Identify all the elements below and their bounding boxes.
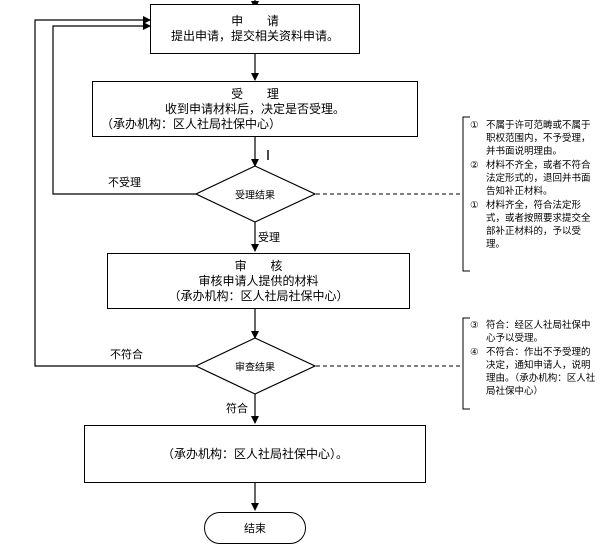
note-number: ③ xyxy=(470,320,479,331)
edge-label-not-compliant: 不符合 xyxy=(110,348,143,361)
note-item: ③ 符合：经区人社局社保中心予以受理。 xyxy=(470,319,598,345)
edge-label-accepted: 受理 xyxy=(258,231,280,244)
review-text: 审核申请人提供的材料 xyxy=(198,273,319,288)
note-text: 符合：经区人社局社保中心予以受理。 xyxy=(486,320,591,344)
edge-label-not-accepted: 不受理 xyxy=(108,176,141,189)
accept-title: 受 理 xyxy=(231,86,289,101)
note1-bracket xyxy=(462,116,470,272)
step-apply: 申 请 提出申请，提交相关资料申请。 xyxy=(150,4,360,54)
apply-text: 提出申请，提交相关资料申请。 xyxy=(170,29,339,43)
note-text: 不属于许可范畴或不属于职权范围内，不予受理，并书面说明理由。 xyxy=(486,120,591,157)
note-item: ① 材料齐全，符合法定形式，或者按照要求提交全部补正材料的，予以受理。 xyxy=(470,199,598,251)
apply-title: 申 请 xyxy=(231,14,289,28)
note-number: ① xyxy=(470,200,479,211)
note-review-rules: ③ 符合：经区人社局社保中心予以受理。 ④ 不符合：作出不予受理的决定，通知申请… xyxy=(470,319,598,399)
step-accept: 受 理 收到申请材料后，决定是否受理。 （承办机构：区人社局社保中心） xyxy=(92,81,418,137)
accept-agency: （承办机构：区人社局社保中心） xyxy=(101,116,282,131)
note2-bracket xyxy=(462,317,470,410)
note-item: ④ 不符合：作出不予受理的决定，通知申请人，说明理由。（承办机构：区人社局社保中… xyxy=(470,346,598,398)
note-accept-rules: ① 不属于许可范畴或不属于职权范围内，不予受理，并书面说明理由。 ② 材料不齐全… xyxy=(470,119,598,252)
end-label: 结束 xyxy=(244,522,266,535)
note-number: ④ xyxy=(470,347,479,358)
note-item: ① 不属于许可范畴或不属于职权范围内，不予受理，并书面说明理由。 xyxy=(470,119,598,158)
decision-review-result xyxy=(194,337,317,395)
step-final: （承办机构：区人社局社保中心）。 xyxy=(84,425,426,483)
loop-not-compliant xyxy=(34,16,196,367)
final-agency: （承办机构：区人社局社保中心）。 xyxy=(161,446,348,461)
end-terminal: 结束 xyxy=(204,512,306,544)
review-agency: （承办机构：区人社局社保中心） xyxy=(168,288,349,303)
decision-accept-result xyxy=(194,165,317,223)
note-text: 材料不齐全，或者不符合法定形式的，退回并书面告知补正材料。 xyxy=(486,160,591,197)
review-title: 审 核 xyxy=(234,258,293,273)
note-number: ② xyxy=(470,160,479,171)
accept-text: 收到申请材料后，决定是否受理。 xyxy=(164,101,345,116)
edge-label-compliant: 符合 xyxy=(226,402,248,415)
decision-review-label: 审查结果 xyxy=(235,362,275,374)
note-text: 材料齐全，符合法定形式，或者按照要求提交全部补正材料的，予以受理。 xyxy=(486,200,591,250)
decision-accept-label: 受理结果 xyxy=(235,190,275,202)
note-number: ① xyxy=(470,120,479,131)
note-item: ② 材料不齐全，或者不符合法定形式的，退回并书面告知补正材料。 xyxy=(470,159,598,198)
step-review: 审 核 审核申请人提供的材料 （承办机构：区人社局社保中心） xyxy=(107,253,410,309)
loop-not-accepted xyxy=(52,22,196,195)
note-text: 不符合：作出不予受理的决定，通知申请人，说明理由。（承办机构：区人社局社保中心） xyxy=(486,347,596,397)
